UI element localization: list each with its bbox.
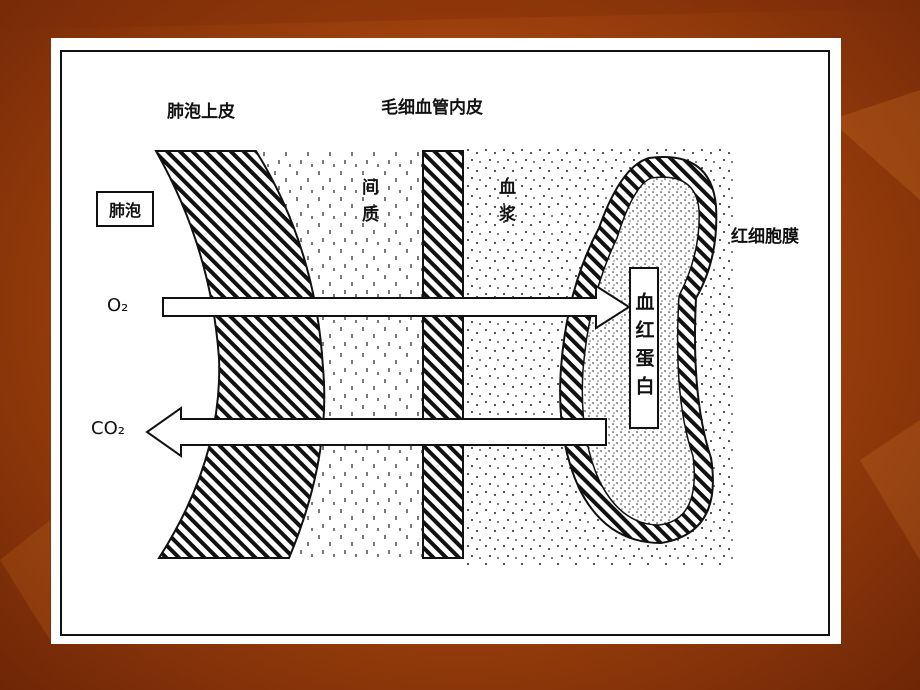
label-co2: CO₂ [91,418,125,439]
label-capillary-endothelium: 毛细血管内皮 [381,98,483,118]
hemoglobin-box: 血红蛋白 [629,267,659,429]
label-interstitium: 间质 [358,178,378,232]
label-hemoglobin: 血红蛋白 [632,292,655,404]
interstitium-region [256,151,423,558]
label-alveolar-epithelium: 肺泡上皮 [167,102,235,122]
capillary-endothelium-wall [422,150,464,559]
label-red-cell-membrane: 红细胞膜 [731,227,799,247]
label-alveolus: 肺泡 [96,191,154,227]
gas-exchange-diagram [60,50,830,636]
label-plasma: 血浆 [495,178,515,232]
diagram-panel: 肺泡上皮 毛细血管内皮 肺泡 间质 血浆 红细胞膜 O₂ CO₂ 血红蛋白 [51,38,841,644]
o2-arrow [162,284,631,330]
diagram-frame [60,50,830,636]
label-o2: O₂ [107,295,129,316]
co2-arrow [145,406,607,458]
